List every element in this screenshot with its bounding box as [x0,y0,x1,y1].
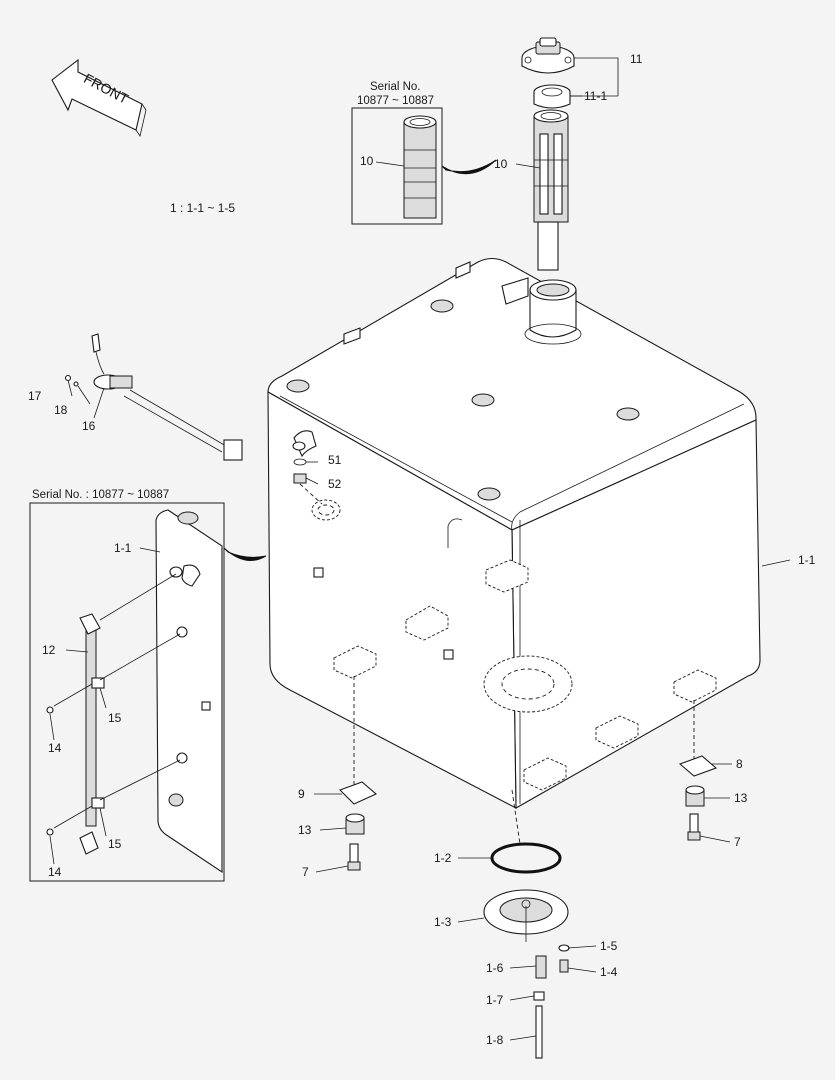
spacer-13-right [685,785,705,807]
callout-12: 12 [42,643,56,657]
level-sender [64,333,243,461]
callout-1-7: 1-7 [486,993,504,1007]
drain-small-parts [533,944,570,1059]
callout-13-left: 13 [298,823,312,837]
callout-1-4: 1-4 [600,965,618,979]
mounting-pads [333,559,717,791]
callout-52: 52 [328,477,342,491]
left-inset-title: Serial No. : 10877 ~ 10887 [32,489,169,501]
fuel-tank [267,257,761,809]
top-inset-title-2: 10877 ~ 10887 [357,95,434,107]
callout-1-8: 1-8 [486,1033,504,1047]
top-inset-title-1: Serial No. [370,81,421,93]
callout-18: 18 [54,403,68,417]
callout-11-1: 11-1 [584,89,607,103]
callout-1-2: 1-2 [434,851,452,865]
callout-8: 8 [736,757,743,771]
callout-16: 16 [82,419,96,433]
callout-51: 51 [328,453,342,467]
callout-7-right: 7 [734,835,741,849]
callout-10-inset: 10 [360,154,374,168]
callout-1-5: 1-5 [600,939,618,953]
callout-1-1: 1-1 [798,553,816,567]
o-ring [490,842,562,874]
callout-14-a: 14 [48,741,62,755]
fuel-strainer [533,109,569,271]
top-bosses [286,261,640,548]
top-inset: Serial No. 10877 ~ 10887 [351,81,443,225]
side-fittings [311,499,454,660]
filler-neck [501,277,582,345]
left-inset: Serial No. : 10877 ~ 10887 [29,489,225,882]
sender-tube-inset [403,115,437,219]
cap-adapter [533,84,571,109]
front-arrow: FRONT [51,58,147,137]
elbow-fitting [292,430,323,505]
inset-pointer-arrow [441,159,497,175]
callout-1-1-inset: 1-1 [114,541,132,555]
bolt-7-left [347,843,361,871]
left-inset-pointer-arrow [223,547,267,561]
filler-cap [521,37,575,74]
drain-flange [483,889,569,942]
callout-leaders [49,95,791,1041]
scope-note: 1 : 1-1 ~ 1-5 [170,201,235,215]
callout-13-right: 13 [734,791,748,805]
callout-10: 10 [494,157,508,171]
spacer-13-left [345,813,365,835]
callout-15-b: 15 [108,837,122,851]
callout-11: 11 [630,52,643,66]
callout-1-3: 1-3 [434,915,452,929]
bracket-8 [678,755,718,777]
callout-9: 9 [298,787,305,801]
callout-1-6: 1-6 [486,961,504,975]
callout-14-b: 14 [48,865,62,879]
bracket-9 [339,781,378,805]
callout-17: 17 [28,389,42,403]
callout-labels: 11 11-1 10 10 17 18 16 51 52 1-1 1-1 12 … [28,52,816,1047]
callout-15-a: 15 [108,711,122,725]
callout-7-left: 7 [302,865,309,879]
bolt-7-right [687,813,701,841]
